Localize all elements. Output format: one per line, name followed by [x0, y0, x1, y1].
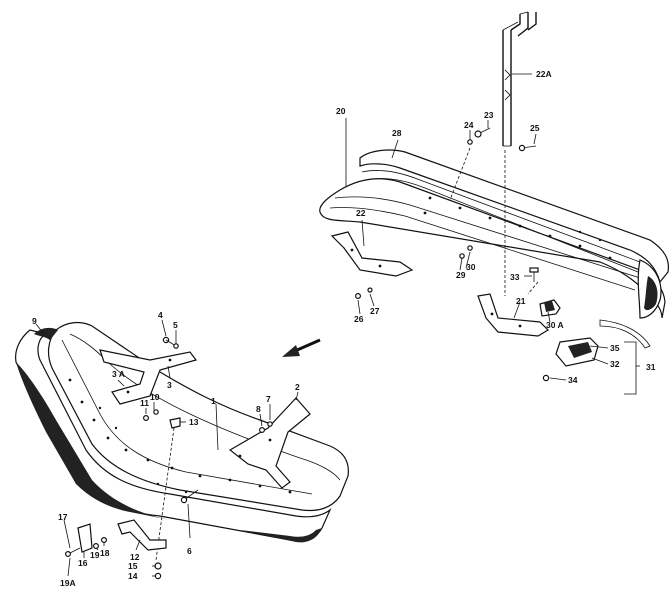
label-3: 3 — [167, 380, 172, 390]
label-17: 17 — [58, 512, 68, 522]
leader-lines — [35, 73, 640, 577]
label-7: 7 — [266, 394, 271, 404]
rear-bracket-left — [330, 231, 414, 277]
label-12: 12 — [130, 552, 140, 562]
label-11: 11 — [140, 398, 149, 408]
front-bracket-right — [228, 397, 311, 489]
group-bracket-31 — [624, 341, 637, 395]
rear-bracket-right — [477, 293, 549, 337]
label-4: 4 — [158, 310, 163, 320]
rear-fasteners — [355, 127, 550, 382]
label-13: 13 — [189, 417, 199, 427]
label-15: 15 — [128, 561, 138, 571]
direction-arrow — [282, 338, 321, 357]
label-19a: 19A — [60, 578, 76, 588]
label-24: 24 — [464, 120, 474, 130]
label-3a: 3 A — [112, 369, 125, 379]
label-1: 1 — [211, 396, 216, 406]
label-16: 16 — [78, 558, 88, 568]
label-10: 10 — [150, 392, 160, 402]
rear-overrider-parts — [539, 299, 599, 367]
label-33: 33 — [510, 272, 520, 282]
label-18: 18 — [100, 548, 110, 558]
label-26: 26 — [354, 314, 364, 324]
rear-bumper-outer — [319, 149, 670, 349]
front-bracket-left — [99, 349, 198, 405]
callout-labels: 1 2 3 3 A 4 5 6 7 8 9 10 11 12 13 14 15 … — [32, 69, 656, 588]
label-34: 34 — [568, 375, 578, 385]
label-5: 5 — [173, 320, 178, 330]
label-14: 14 — [128, 571, 138, 581]
label-31: 31 — [646, 362, 656, 372]
label-30a: 30 A — [546, 320, 564, 330]
overrider-tube — [502, 11, 537, 147]
label-22a: 22A — [536, 69, 552, 79]
label-9: 9 — [32, 316, 37, 326]
label-20: 20 — [336, 106, 346, 116]
label-25: 25 — [530, 123, 540, 133]
label-27: 27 — [370, 306, 380, 316]
label-22: 22 — [356, 208, 366, 218]
label-6: 6 — [187, 546, 192, 556]
label-30: 30 — [466, 262, 476, 272]
label-8: 8 — [256, 404, 261, 414]
label-32: 32 — [610, 359, 620, 369]
label-28: 28 — [392, 128, 402, 138]
label-21: 21 — [516, 296, 526, 306]
label-29: 29 — [456, 270, 466, 280]
label-35: 35 — [610, 343, 620, 353]
label-19: 19 — [90, 550, 100, 560]
label-23: 23 — [484, 110, 494, 120]
label-2: 2 — [295, 382, 300, 392]
